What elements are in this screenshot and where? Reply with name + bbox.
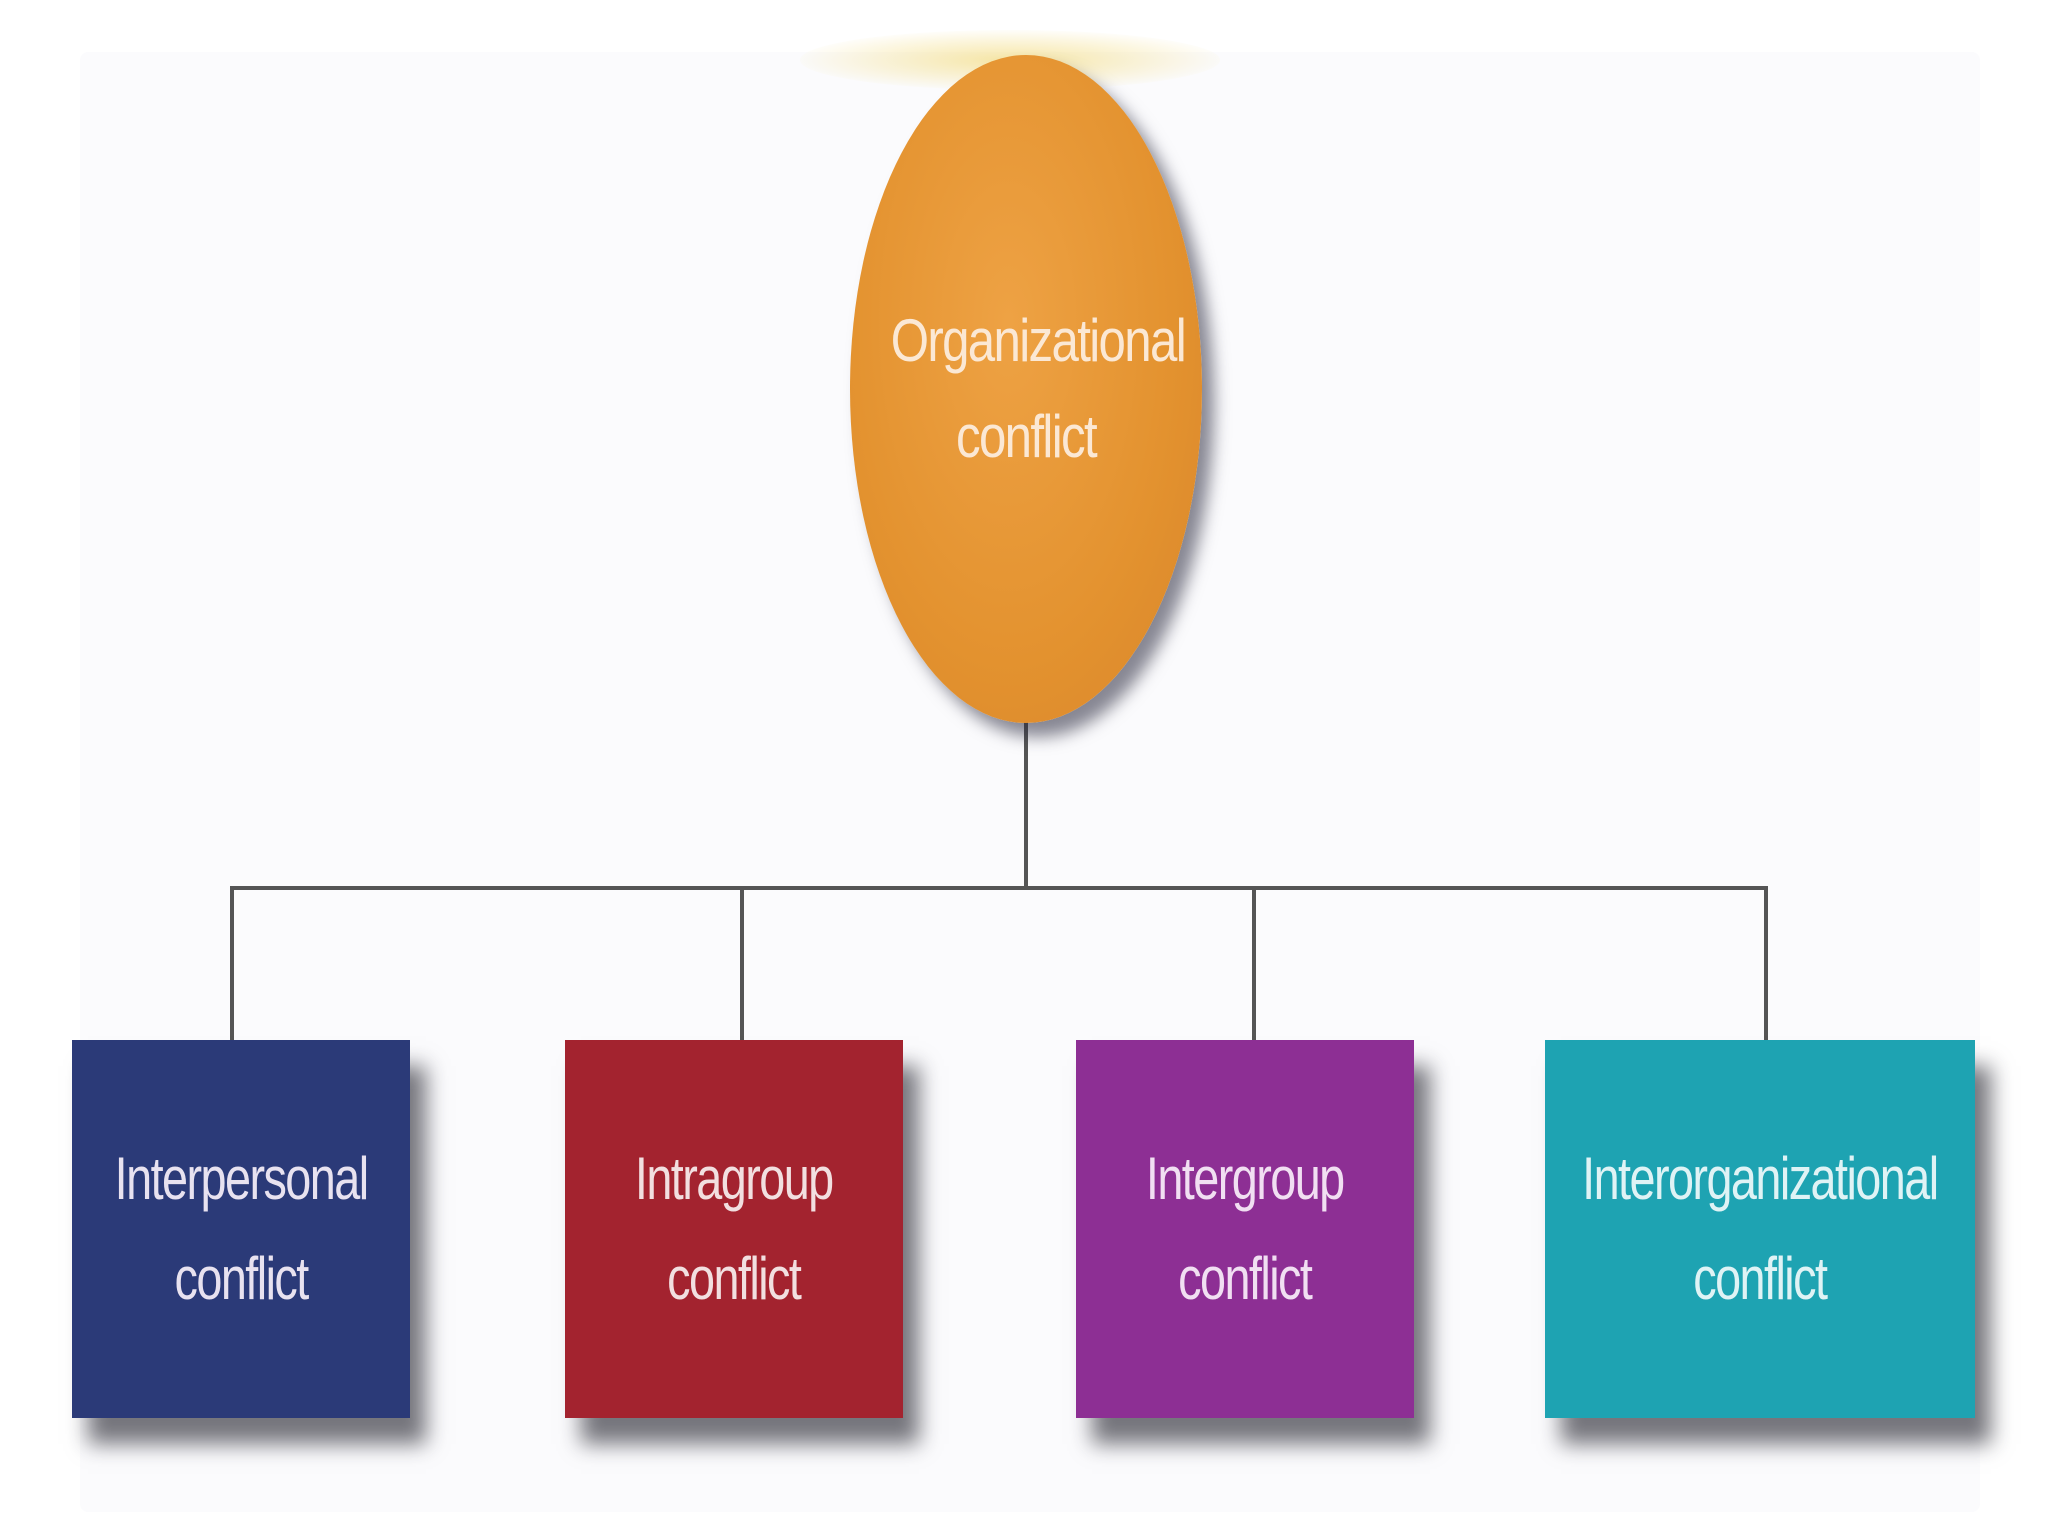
child-label-line2: conflict: [1693, 1245, 1828, 1312]
child-label-line1: Intragroup: [635, 1145, 834, 1212]
root-node-label: Organizational conflict: [890, 293, 1187, 485]
root-label-line2: conflict: [955, 403, 1098, 470]
child-node-label: Intergroup conflict: [1146, 1129, 1345, 1329]
root-node-organizational-conflict: Organizational conflict: [850, 55, 1202, 723]
child-label-line1: Interpersonal: [114, 1145, 369, 1212]
child-node-interpersonal-conflict: Interpersonal conflict: [72, 1040, 410, 1418]
child-node-label: Interorganizational conflict: [1582, 1129, 1939, 1329]
child-node-intergroup-conflict: Intergroup conflict: [1076, 1040, 1414, 1418]
child-label-line2: conflict: [174, 1245, 309, 1312]
child-label-line2: conflict: [1178, 1245, 1313, 1312]
child-node-label: Interpersonal conflict: [114, 1129, 369, 1329]
root-label-line1: Organizational: [890, 307, 1187, 374]
child-label-line2: conflict: [667, 1245, 802, 1312]
child-label-line1: Interorganizational: [1582, 1145, 1939, 1212]
child-node-intragroup-conflict: Intragroup conflict: [565, 1040, 903, 1418]
child-label-line1: Intergroup: [1146, 1145, 1345, 1212]
child-node-label: Intragroup conflict: [635, 1129, 834, 1329]
child-node-interorganizational-conflict: Interorganizational conflict: [1545, 1040, 1975, 1418]
